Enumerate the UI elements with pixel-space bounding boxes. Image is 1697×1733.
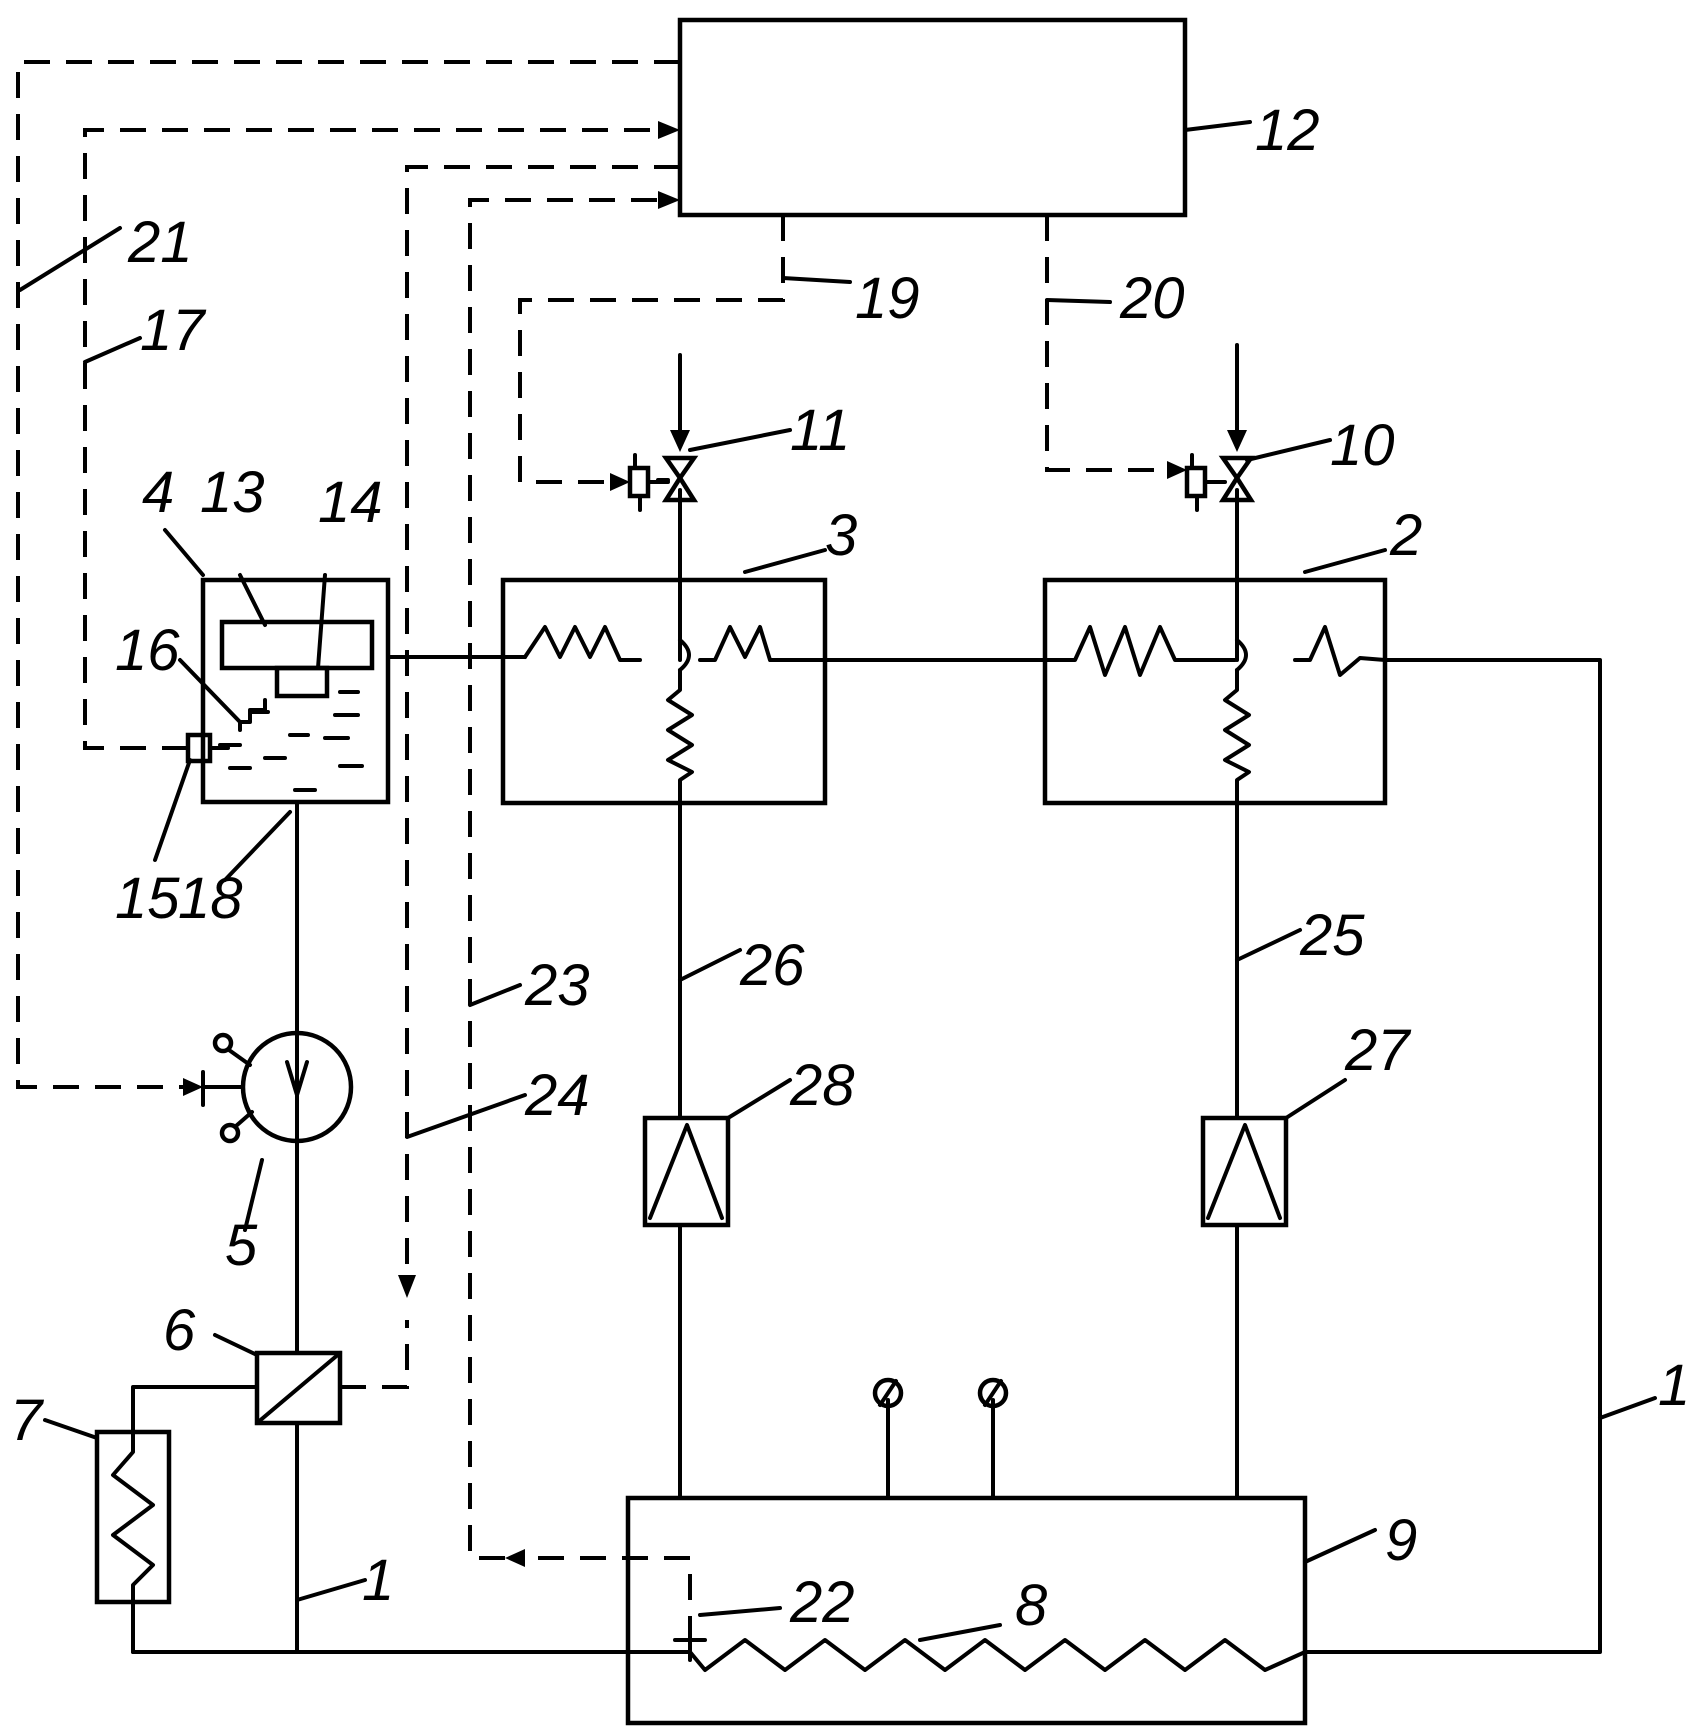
label-26: 26 [739, 933, 805, 998]
label-7: 7 [10, 1388, 45, 1453]
label-12: 12 [1255, 98, 1320, 163]
label-27: 27 [1344, 1018, 1412, 1083]
label-1: 1 [362, 1548, 394, 1613]
compressor-27 [1203, 1118, 1286, 1225]
label-20: 20 [1119, 266, 1185, 331]
label-17: 17 [140, 298, 207, 363]
label-28: 28 [789, 1053, 855, 1118]
label-5: 5 [225, 1213, 258, 1278]
control-unit-12 [680, 20, 1185, 215]
label-6: 6 [163, 1298, 196, 1363]
compressor-28 [645, 1118, 728, 1225]
label-3: 3 [825, 503, 857, 568]
valve-10 [1187, 345, 1251, 510]
label-15: 15 [115, 866, 180, 931]
label-25: 25 [1299, 903, 1365, 968]
heater-7 [97, 1432, 169, 1602]
label-11: 11 [790, 398, 850, 463]
label-4: 4 [142, 460, 174, 525]
label-14: 14 [318, 470, 383, 535]
valve-11 [630, 355, 694, 510]
heat-exchanger-2 [1045, 580, 1385, 803]
signal-line-21 [18, 62, 680, 1087]
label-22: 22 [789, 1570, 855, 1635]
coil-8 [628, 1640, 1305, 1670]
signal-line-19 [520, 215, 783, 482]
label-10: 10 [1330, 413, 1395, 478]
lever-16 [240, 700, 265, 730]
float-13 [222, 622, 372, 668]
heat-exchanger-3 [503, 580, 825, 803]
signal-line-20 [1047, 215, 1167, 470]
leader-lines [20, 122, 1655, 1640]
signal-line-23 [525, 1558, 690, 1642]
label-24: 24 [524, 1063, 590, 1128]
label-8: 8 [1015, 1573, 1047, 1638]
label-13: 13 [200, 460, 265, 525]
label-16: 16 [115, 618, 180, 683]
liquid-level-marks [220, 692, 362, 790]
label-21: 21 [127, 210, 193, 275]
label-1-right: 1 [1658, 1353, 1690, 1418]
label-18: 18 [178, 866, 243, 931]
element-14 [277, 668, 327, 696]
label-23: 23 [524, 953, 590, 1018]
sensor-15 [188, 735, 210, 761]
label-9: 9 [1385, 1508, 1417, 1573]
label-19: 19 [855, 266, 920, 331]
label-2: 2 [1389, 503, 1422, 568]
